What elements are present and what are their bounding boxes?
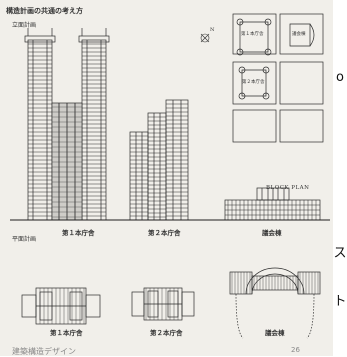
section-label-elevation: 立面計画 (12, 22, 37, 29)
tower-1-floor-lines (28, 43, 106, 217)
elevation-tower-1 (24, 28, 110, 221)
footer-title: 建築構造デザイン (12, 347, 76, 356)
block-plan-label-assembly: 議会棟 (292, 32, 306, 37)
block-plan-title: BLOCK PLAN (266, 185, 310, 191)
tower-2-floor-lines (130, 103, 188, 218)
document-page: 構造計画の共通の考え方 立面計画 (0, 0, 333, 356)
plan-caption-tower-1: 第１本庁舎 (50, 329, 83, 337)
block-plan-label-tower-1: 第１本庁舎 (241, 32, 264, 37)
assembly-columns (225, 200, 320, 220)
page-number: 26 (291, 346, 300, 354)
north-label: N (210, 27, 215, 33)
side-text-fragment: ト (333, 290, 347, 309)
tower-1-center-hatch (52, 103, 82, 220)
elevation-caption-assembly: 議会棟 (262, 229, 282, 237)
side-text-fragment: o (333, 70, 347, 85)
plan-caption-assembly: 議会棟 (265, 329, 285, 337)
plan-tower-1 (21, 287, 101, 325)
plan-floor-lines (39, 272, 319, 324)
north-arrow-icon (200, 33, 210, 43)
elevation-caption-tower-1: 第１本庁舎 (62, 229, 95, 237)
plan-tower-2 (131, 287, 195, 321)
plan-caption-tower-2: 第２本庁舎 (150, 329, 183, 337)
section-label-plan: 平面計画 (12, 236, 37, 243)
block-plan-label-tower-2: 第２本庁舎 (242, 80, 265, 85)
elevation-caption-tower-2: 第２本庁舎 (148, 229, 181, 237)
page-header-title: 構造計画の共通の考え方 (6, 6, 83, 15)
side-text-fragment: ス (333, 242, 347, 261)
block-plan-drawing (232, 13, 324, 143)
architectural-drawings (10, 13, 330, 339)
